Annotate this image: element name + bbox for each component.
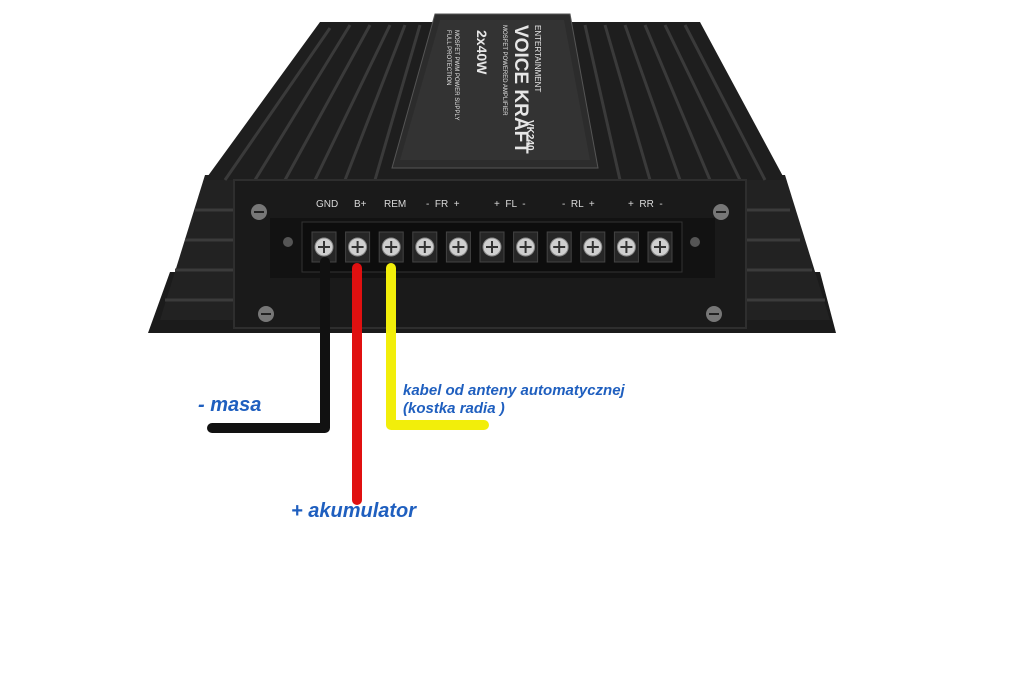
screw-terminal [311, 231, 337, 263]
screw-terminal [580, 231, 606, 263]
antenna-annotation-line2: (kostka radia ) [403, 400, 505, 417]
screw-terminal [445, 231, 471, 263]
terminal-label-rl: - RL + [562, 199, 595, 210]
amplifier-nameplate: ENTERTAINMENT VOICE KRAFT MOSFET POWERED… [391, 13, 599, 169]
terminal-label-rem: REM [384, 199, 406, 210]
ground-annotation: - masa [198, 394, 262, 416]
terminal-label-rr: + RR - [628, 199, 663, 210]
screw-terminal [613, 231, 639, 263]
screw-terminal [345, 231, 371, 263]
terminal-label-fl: + FL - [494, 199, 526, 210]
screw-terminal [479, 231, 505, 263]
terminal-label-bplus: B+ [354, 199, 367, 210]
note-line2: FULL PROTECTION [445, 30, 451, 85]
terminal-labels: GND B+ REM - FR + + FL - - RL + + RR - [316, 199, 663, 210]
ground-wire [207, 257, 330, 433]
screw-terminal [412, 231, 438, 263]
model-number: VK240 [524, 120, 535, 151]
terminal-label-gnd: GND [316, 199, 338, 210]
terminal-label-fr: - FR + [426, 199, 460, 210]
screw-terminal [378, 231, 404, 263]
remote-wire [386, 263, 489, 430]
terminal-block [301, 221, 683, 273]
screw-terminal [546, 231, 572, 263]
battery-annotation: + akumulator [291, 500, 417, 522]
screw-icon [251, 204, 729, 322]
screw-terminal [513, 231, 539, 263]
brand-line1: ENTERTAINMENT [533, 25, 542, 92]
brand-name: VOICE KRAFT [510, 25, 531, 154]
antenna-annotation-line1: kabel od anteny automatycznej [403, 382, 625, 399]
note-line1: MOSFET PWM POWER SUPPLY [453, 30, 459, 120]
antenna-annotation: kabel od anteny automatycznej (kostka ra… [403, 382, 625, 418]
brand-line3: MOSFET POWERED AMPLIFIER [501, 25, 507, 116]
screw-terminal [647, 231, 673, 263]
model-badge: 2x40W [474, 30, 490, 75]
wires [207, 257, 489, 505]
